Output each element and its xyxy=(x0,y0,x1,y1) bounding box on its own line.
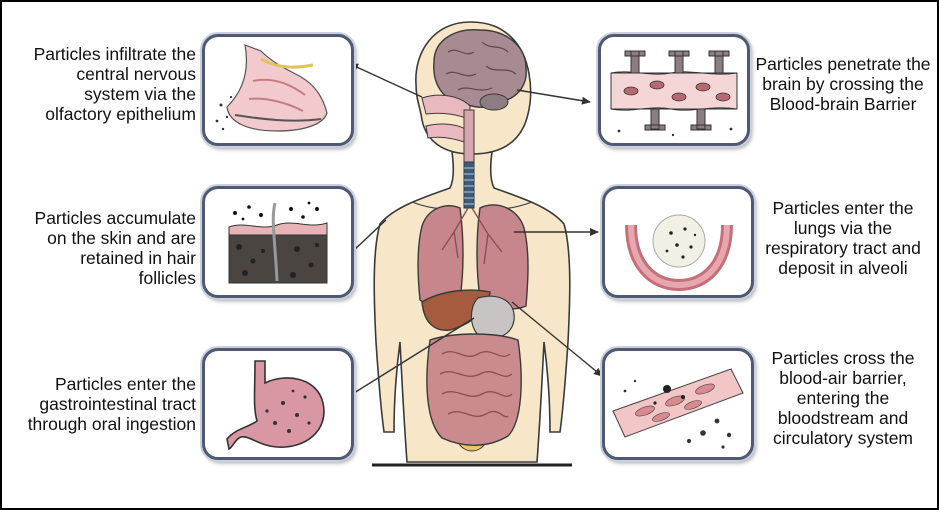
caption-skin: Particles accumulate on the skin and are… xyxy=(6,208,196,288)
alveolus-icon xyxy=(605,189,751,295)
stomach-organ xyxy=(471,296,514,338)
caption-gi: Particles enter the gastrointestinal tra… xyxy=(6,374,196,434)
nasal-cavity-icon xyxy=(205,37,351,143)
bbb-card xyxy=(598,34,750,146)
stomach-icon xyxy=(205,351,351,457)
skin-card xyxy=(202,186,354,298)
olfactory-card xyxy=(202,34,354,146)
caption-blood: Particles cross the blood-air barrier, e… xyxy=(750,348,936,448)
blood-card xyxy=(602,348,754,460)
blood-vessel-icon xyxy=(605,351,751,457)
lungs-card xyxy=(602,186,754,298)
gi-card xyxy=(202,348,354,460)
blood-brain-barrier-icon xyxy=(601,37,747,143)
caption-bbb: Particles penetrate the brain by crossin… xyxy=(750,54,936,114)
skin-hair-follicle-icon xyxy=(205,189,351,295)
olfactory-arrow xyxy=(350,64,422,97)
intestines-organ xyxy=(427,334,521,445)
caption-lungs: Particles enter the lungs via the respir… xyxy=(750,198,936,278)
caption-olfactory: Particles infiltrate the central nervous… xyxy=(6,44,196,124)
